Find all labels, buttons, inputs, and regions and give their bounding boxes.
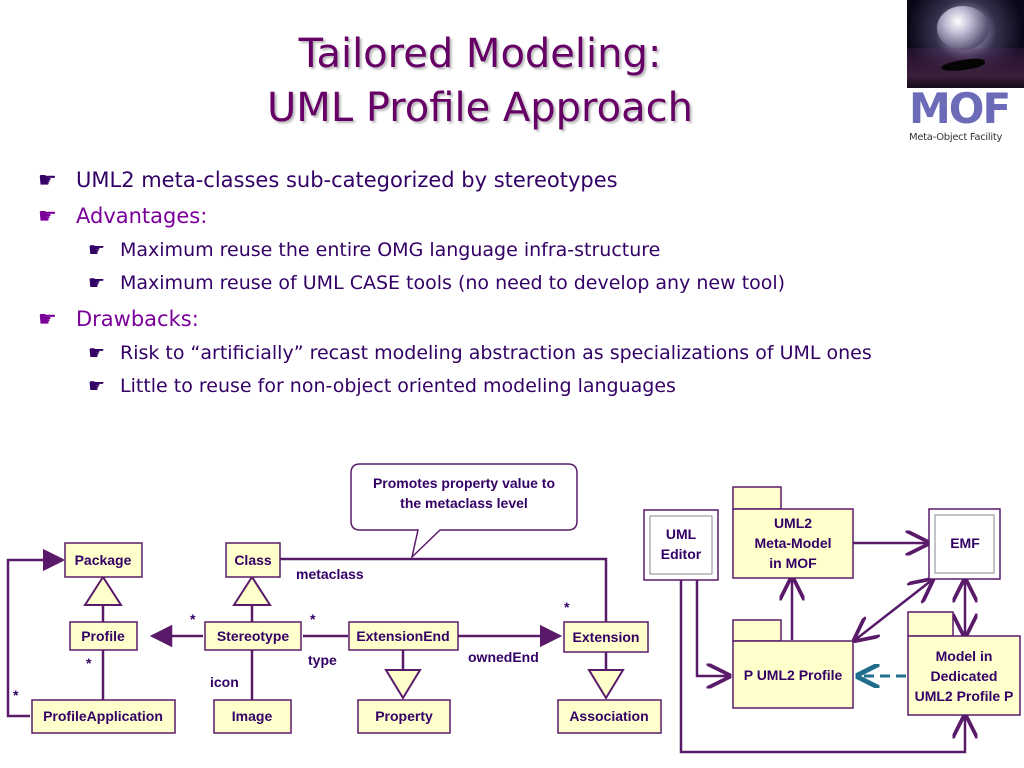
multiplicity-stereotype-left: * (190, 611, 196, 627)
multiplicity-profile: * (86, 655, 92, 671)
mof-logo-subtitle: Meta-Object Facility (909, 132, 1003, 143)
extension-end-label: ExtensionEnd (356, 628, 449, 644)
model-dedicated-line2: Dedicated (931, 668, 998, 684)
property-box (357, 699, 451, 734)
type-label: type (308, 652, 337, 668)
multiplicity-package: * (13, 687, 19, 703)
uml-editor-line1: UML (666, 526, 697, 542)
model-dedicated-box (907, 635, 1021, 716)
bullet-3-2-text: Little to reuse for non-object oriented … (120, 375, 676, 397)
stereotype-label: Stereotype (217, 628, 290, 644)
profile-application-box (31, 699, 176, 734)
property-label: Property (375, 708, 433, 724)
uml2-metamodel-box (732, 508, 854, 579)
extension-box (563, 621, 649, 653)
association-label: Association (569, 708, 648, 724)
pointing-hand-icon: ☛ (38, 168, 57, 192)
bullet-1-text: UML2 meta-classes sub-categorized by ste… (76, 168, 618, 192)
uml2-metamodel-line1: UML2 (774, 515, 812, 531)
metaclass-label: metaclass (296, 566, 364, 582)
image-box (213, 699, 292, 734)
bullet-3-text: Drawbacks: (76, 307, 199, 331)
multiplicity-extension: * (564, 599, 570, 615)
pointing-hand-icon: ☛ (88, 272, 106, 294)
image-label: Image (232, 708, 273, 724)
icon-label: icon (210, 674, 239, 690)
logo-photo (907, 0, 1024, 88)
bullet-3-1-text: Risk to “artificially” recast modeling a… (120, 342, 872, 364)
uml2-metamodel-line2: Meta-Model (755, 535, 832, 551)
note-line1: Promotes property value to (373, 475, 555, 491)
slide-title-line2: UML Profile Approach (267, 85, 693, 131)
pointing-hand-icon: ☛ (88, 239, 106, 261)
profile-box (69, 621, 138, 651)
model-dedicated-line1: Model in (936, 648, 993, 664)
bullet-2-2-text: Maximum reuse of UML CASE tools (no need… (120, 272, 786, 294)
association-box (557, 699, 662, 734)
model-dedicated-line3: UML2 Profile P (915, 688, 1014, 704)
note-callout (350, 463, 578, 560)
extension-label: Extension (573, 629, 640, 645)
class-box (225, 542, 281, 578)
stereotype-box (204, 621, 302, 651)
pointing-hand-icon: ☛ (38, 307, 57, 331)
slide-title-line1: Tailored Modeling: (298, 31, 662, 77)
p-uml2-profile-box (732, 640, 854, 709)
emf-label: EMF (950, 535, 980, 551)
p-uml2-profile-label: P UML2 Profile (744, 667, 843, 683)
multiplicity-stereotype-right: * (310, 611, 316, 627)
uml2-metamodel-line3: in MOF (769, 555, 817, 571)
profile-application-label: ProfileApplication (43, 708, 163, 724)
owned-end-label: ownedEnd (468, 649, 539, 665)
package-label: Package (75, 552, 132, 568)
mof-logo: MOF Meta-Object Facility (907, 0, 1024, 150)
extension-end-box (348, 621, 459, 651)
bullet-2-1-text: Maximum reuse the entire OMG language in… (120, 239, 661, 261)
package-box (64, 542, 143, 578)
bullet-2-text: Advantages: (76, 204, 208, 228)
pointing-hand-icon: ☛ (88, 375, 106, 397)
pointing-hand-icon: ☛ (38, 204, 57, 228)
note-line2: the metaclass level (400, 495, 528, 511)
class-label: Class (234, 552, 272, 568)
profile-label: Profile (81, 628, 125, 644)
uml-editor-line2: Editor (661, 546, 702, 562)
pointing-hand-icon: ☛ (88, 342, 106, 364)
mof-logo-text: MOF (909, 84, 1011, 133)
